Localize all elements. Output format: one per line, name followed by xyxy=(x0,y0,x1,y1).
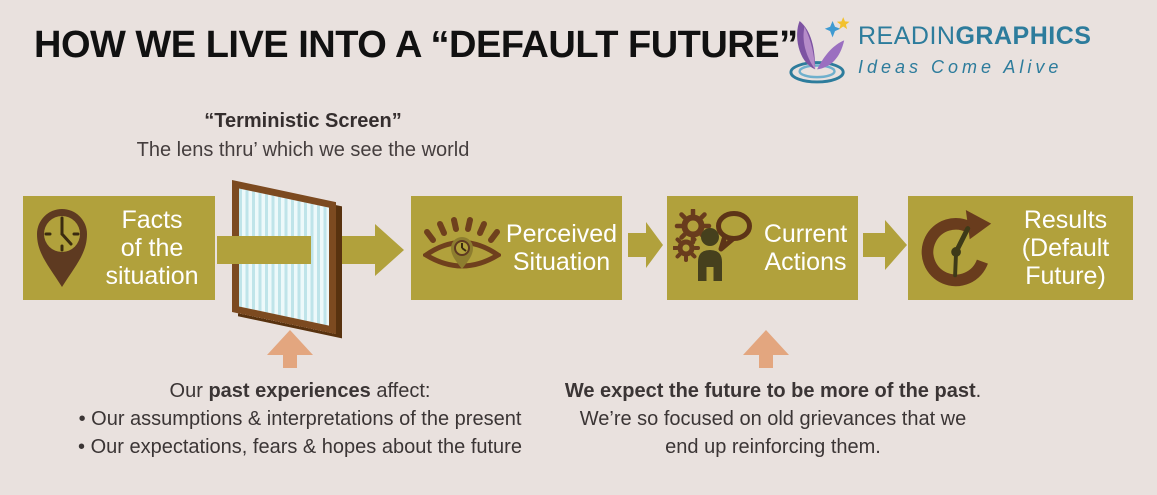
brand-logo: READINGRAPHICS Ideas Come Alive xyxy=(788,14,1091,86)
past-heading: Our past experiences affect: xyxy=(169,380,431,402)
flow-box-perceived-situation: Perceived Situation xyxy=(411,196,622,300)
logo-book-butterfly-icon xyxy=(789,17,850,84)
flow-box-results: Results (Default Future) xyxy=(908,196,1133,300)
future-line-2: We’re so focused on old grievances that … xyxy=(579,408,967,430)
past-bullet-2: • Our expectations, fears & hopes about … xyxy=(78,436,522,458)
past-bullet-1: • Our assumptions & interpretations of t… xyxy=(78,408,522,430)
terministic-screen-heading: “Terministic Screen” xyxy=(204,110,402,132)
gears-person-speech-icon xyxy=(673,209,752,281)
brand-name: READINGRAPHICS xyxy=(858,22,1092,50)
flow-arrow-into-screen xyxy=(217,236,311,264)
flow-arrow-perceived-to-current xyxy=(628,222,663,268)
flow-box-results-label: Results (Default Future) xyxy=(1021,206,1110,290)
future-up-arrow-icon xyxy=(743,330,789,368)
future-expectation-annotation: We expect the future to be more of the p… xyxy=(557,377,989,461)
future-line-1: We expect the future to be more of the p… xyxy=(564,380,982,402)
eye-icon xyxy=(423,217,501,269)
cycle-clock-icon xyxy=(921,209,992,287)
page-title: HOW WE LIVE INTO A “DEFAULT FUTURE” xyxy=(34,24,798,66)
terministic-screen-subheading: The lens thru’ which we see the world xyxy=(136,139,470,161)
blue-star-icon xyxy=(824,20,841,38)
flow-box-current-actions: Current Actions xyxy=(667,196,858,300)
yellow-star-icon xyxy=(836,17,850,30)
past-experiences-annotation: Our past experiences affect: • Our assum… xyxy=(30,377,570,461)
map-pin-clock-icon xyxy=(37,209,87,287)
flow-box-current-label: Current Actions xyxy=(763,220,848,276)
flow-box-facts: Facts of the situation xyxy=(23,196,215,300)
brand-tagline: Ideas Come Alive xyxy=(858,57,1063,77)
flow-arrow-current-to-results xyxy=(863,220,907,270)
future-line-3: end up reinforcing them. xyxy=(665,436,881,458)
past-up-arrow-icon xyxy=(267,330,313,368)
flow-box-facts-label: Facts of the situation xyxy=(105,206,199,290)
flow-arrow-out-of-screen xyxy=(338,224,404,276)
flow-box-perceived-label: Perceived Situation xyxy=(505,220,618,276)
